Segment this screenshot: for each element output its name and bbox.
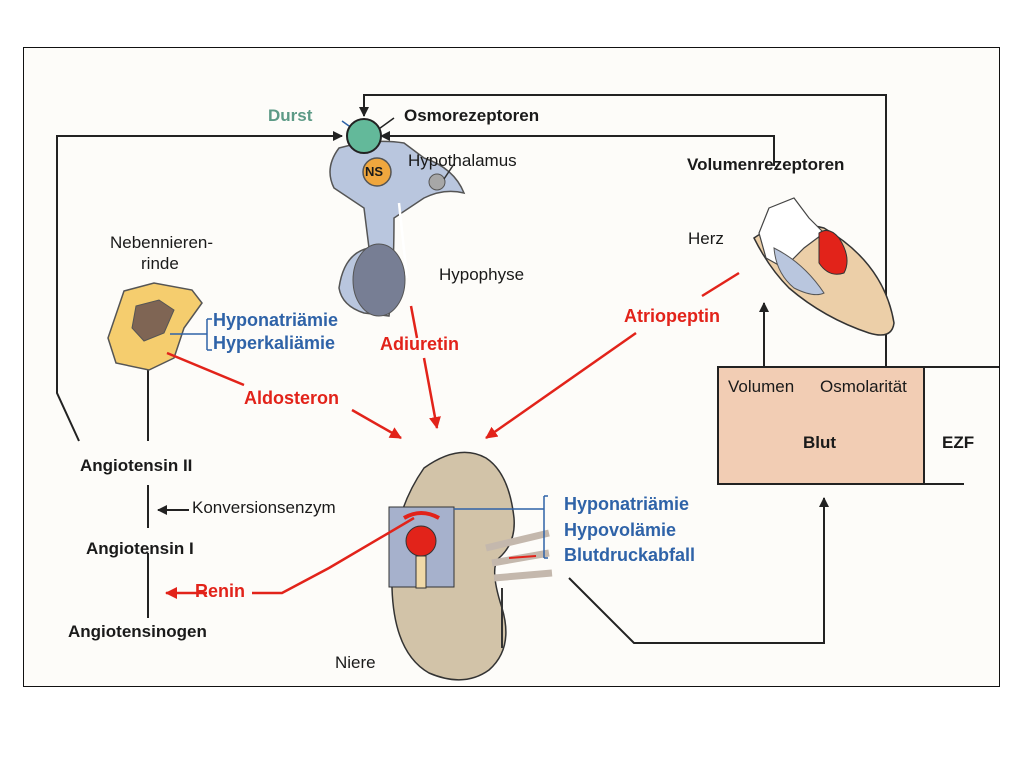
osmolaritaet-label: Osmolarität — [820, 377, 907, 396]
niere-label: Niere — [335, 653, 376, 672]
angiotensin-to-durst-line — [56, 131, 343, 442]
aldosteron-arrow — [166, 351, 401, 438]
volumen-label: Volumen — [728, 377, 795, 396]
angiotensinogen-label: Angiotensinogen — [68, 622, 207, 641]
renin-arrow — [166, 516, 415, 593]
diagram-frame: Durst Osmorezeptoren NS Hypothalamus Vol… — [23, 47, 1000, 687]
adiuretin-arrow — [409, 305, 437, 428]
volumereceptor-line — [380, 131, 775, 166]
nebennierenrinde-label-line1: Nebennieren- — [110, 233, 214, 252]
durst-label: Durst — [268, 106, 313, 125]
angiotensin2-label: Angiotensin II — [80, 456, 193, 475]
kidney-to-blood-line — [568, 497, 829, 644]
volumenrezeptoren-label: Volumenrezeptoren — [687, 155, 845, 174]
konversionsenzym-label: Konversionsenzym — [192, 498, 336, 517]
diagram-graphics — [56, 94, 999, 681]
nnr-effect-hyperkaliaemie: Hyperkaliämie — [213, 333, 336, 353]
kidney-effect-blutdruckabfall: Blutdruckabfall — [564, 545, 696, 565]
herz-label: Herz — [688, 229, 724, 248]
atriopeptin-arrow — [485, 331, 637, 440]
blut-label: Blut — [803, 433, 837, 452]
nebennierenrinde-label-line2: rinde — [141, 254, 179, 273]
nnr-effects-brace — [170, 318, 212, 351]
osmorezeptoren-label: Osmorezeptoren — [404, 106, 540, 125]
kidney-effects-brace — [454, 495, 548, 559]
atriopeptin-from-heart — [701, 271, 740, 298]
kidney-effect-hyponatriaemie: Hyponatriämie — [564, 494, 690, 514]
ns-label: NS — [365, 164, 384, 179]
pituitary-posterior — [352, 243, 406, 317]
hypothalamus-label: Hypothalamus — [408, 151, 517, 170]
neurosecretion-arrow — [397, 202, 409, 279]
adiuretin-label: Adiuretin — [380, 334, 459, 354]
ezf-to-osmoreceptor-line — [359, 94, 887, 367]
angiotensin1-label: Angiotensin I — [86, 539, 194, 558]
hypothalamus-nucleus — [428, 173, 446, 191]
renin-label: Renin — [195, 581, 246, 601]
nnr-effect-hyponatriaemie: Hyponatriämie — [213, 310, 339, 330]
hypophyse-label: Hypophyse — [439, 265, 525, 284]
blood-box — [717, 366, 925, 485]
atriopeptin-label: Atriopeptin — [624, 306, 720, 326]
osmoreceptor-circle — [346, 118, 382, 154]
ns-circle — [362, 157, 392, 187]
ezf-label: EZF — [942, 433, 975, 452]
kidney-effect-hypovolaemie: Hypovolämie — [564, 520, 677, 540]
aldosteron-label: Aldosteron — [244, 388, 340, 408]
